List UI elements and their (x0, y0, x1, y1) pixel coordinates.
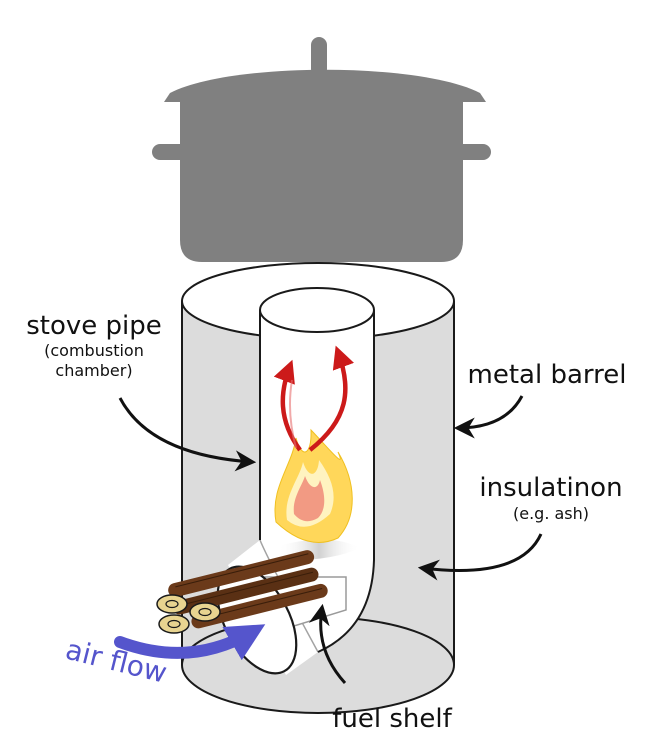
hot-air-arrows (273, 345, 354, 452)
air-flow-arrow (114, 624, 266, 661)
stove-pipe-pointer (118, 397, 257, 472)
stove-pipe-label: stove pipe (26, 311, 162, 341)
cooking-pot-icon (152, 37, 491, 262)
flame-icon (274, 428, 353, 543)
hot-air-arrow-right (308, 345, 354, 452)
insulation-label: insulatinon (479, 473, 622, 503)
fuel-shelf-label: fuel shelf (332, 704, 452, 734)
stove-pipe-sublabel-2: chamber) (55, 361, 132, 380)
stove-pipe-sublabel-1: (combustion (44, 341, 144, 360)
insulation-sublabel: (e.g. ash) (513, 504, 589, 523)
stove-pipe-top (259, 287, 375, 333)
fuel-shelf-pointer (308, 603, 347, 685)
metal-barrel-label: metal barrel (468, 360, 627, 390)
insulation-pointer (417, 533, 543, 581)
metal-barrel-pointer (453, 395, 524, 439)
barrel-bottom-front (181, 664, 455, 714)
firewood-icon (156, 550, 328, 634)
